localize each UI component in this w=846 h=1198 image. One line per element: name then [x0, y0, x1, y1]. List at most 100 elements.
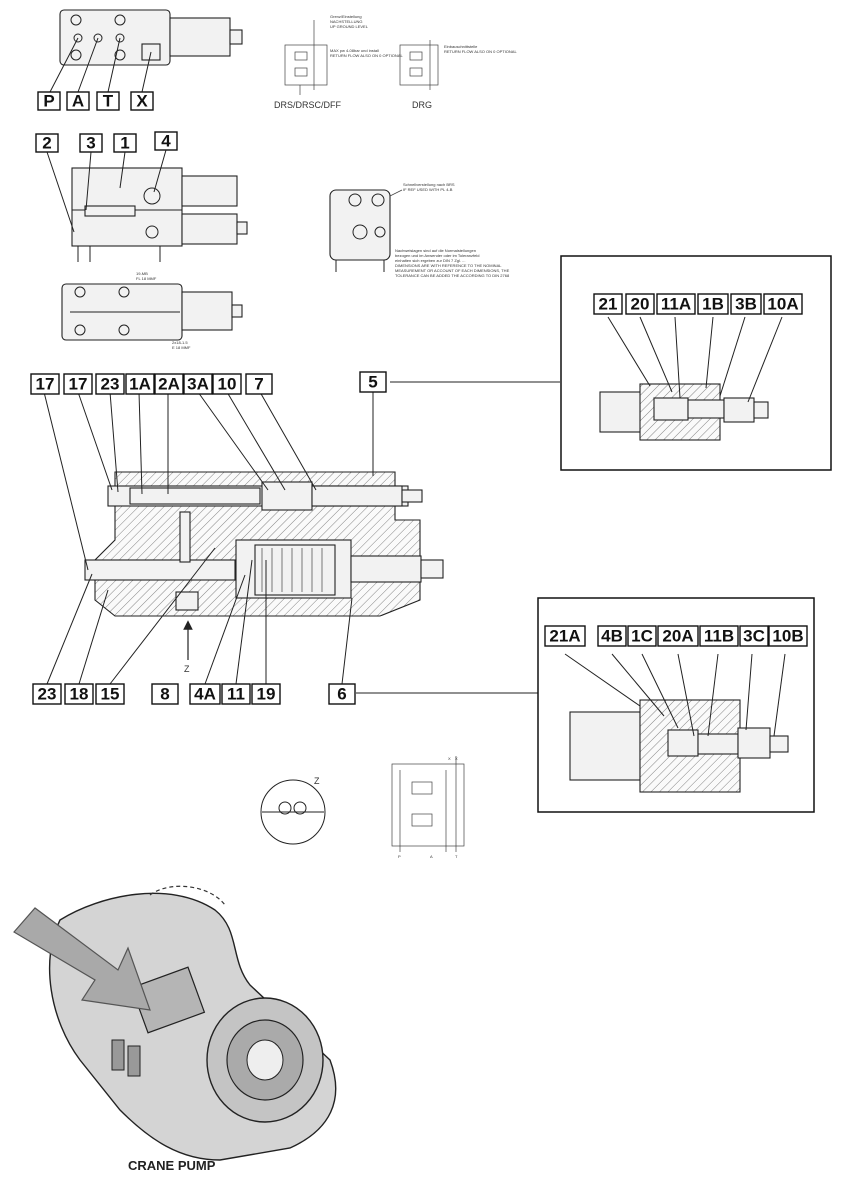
- detail-callout-3c: 3C: [739, 625, 769, 647]
- svg-text:6: 6: [337, 685, 346, 704]
- svg-text:1B: 1B: [702, 295, 724, 314]
- svg-text:3A: 3A: [187, 375, 209, 394]
- svg-text:MAX pw 4-08bar und install: MAX pw 4-08bar und install: [330, 48, 379, 53]
- detail-callout-21a: 21A: [544, 625, 586, 647]
- svg-text:2A: 2A: [158, 375, 180, 394]
- svg-text:17: 17: [69, 375, 88, 394]
- svg-text:3C: 3C: [743, 627, 765, 646]
- svg-text:1: 1: [120, 134, 129, 153]
- detail-callout-4b: 4B: [597, 625, 627, 647]
- detail-box-upper: [560, 255, 832, 471]
- svg-text:20A: 20A: [662, 627, 693, 646]
- svg-text:X: X: [455, 756, 458, 761]
- svg-text:4A: 4A: [194, 685, 216, 704]
- svg-text:4B: 4B: [601, 627, 623, 646]
- hydraulic-schematic: X X P A T: [391, 756, 465, 859]
- svg-text:P: P: [398, 854, 401, 859]
- svg-text:UP GROUND LEVEL: UP GROUND LEVEL: [330, 24, 369, 29]
- svg-text:2x18-1.5: 2x18-1.5: [172, 340, 188, 345]
- port-block-view: Schnellverstellung nach BRS IF REF USED …: [329, 182, 510, 278]
- port-label-a: A: [66, 91, 90, 111]
- section-callout-8: 8: [151, 683, 179, 705]
- view-z-detail: Z: [260, 776, 326, 845]
- svg-text:A: A: [430, 854, 433, 859]
- svg-text:DIMENSIONS ARE WITH REFERENCE: DIMENSIONS ARE WITH REFERENCE TO THE NOM…: [395, 263, 502, 268]
- svg-text:17: 17: [36, 375, 55, 394]
- svg-text:4: 4: [161, 132, 171, 151]
- svg-text:11B: 11B: [704, 627, 734, 646]
- detail-callout-11a: 11A: [656, 293, 696, 315]
- port-label-x: X: [130, 91, 154, 111]
- valve-bottom-view: 19-MB FL 18 MMF 2x18-1.5 E 18 MMF: [61, 271, 243, 350]
- valve-top-view: [49, 9, 243, 93]
- svg-text:23: 23: [101, 375, 120, 394]
- detail-callout-21: 21: [593, 293, 623, 315]
- valve-side-view: [46, 149, 248, 262]
- svg-text:10B: 10B: [772, 627, 803, 646]
- section-callout-6: 6: [328, 683, 356, 705]
- svg-text:A: A: [72, 92, 84, 111]
- svg-text:7: 7: [254, 375, 263, 394]
- schematic-drs: Grenz/Einstellung NACHSTELLUNG UP GROUND…: [274, 14, 403, 110]
- svg-text:T: T: [455, 854, 458, 859]
- svg-text:23: 23: [38, 685, 57, 704]
- section-callout-23: 23: [95, 373, 125, 395]
- top-callout-1: 1: [113, 133, 137, 153]
- svg-text:bezogen und im Anwender oder i: bezogen und im Anwender oder im Toleranz…: [395, 253, 479, 258]
- detail-callout-10b: 10B: [768, 625, 808, 647]
- section-callout-5: 5: [359, 371, 387, 393]
- section-callout-17a: 17: [30, 373, 60, 395]
- section-callout-1a: 1A: [125, 373, 155, 395]
- svg-text:IF REF USED WITH PL 4-B: IF REF USED WITH PL 4-B: [403, 187, 453, 192]
- detail-callout-1c: 1C: [627, 625, 657, 647]
- port-label-t: T: [96, 91, 120, 111]
- section-callout-18: 18: [64, 683, 94, 705]
- svg-text:RETURN FLOW ALSO ON 0 OPTIONAL: RETURN FLOW ALSO ON 0 OPTIONAL: [330, 53, 403, 58]
- top-callout-2: 2: [35, 133, 59, 153]
- svg-text:TOLERANCE CAN BE ADDED THE ACC: TOLERANCE CAN BE ADDED THE ACCORDING TO …: [395, 273, 510, 278]
- section-callout-11: 11: [221, 683, 251, 705]
- section-callout-15: 15: [95, 683, 125, 705]
- detail-callout-20a: 20A: [657, 625, 699, 647]
- schematic-caption-drs: DRS/DRSC/DFF: [274, 100, 342, 110]
- top-callout-3: 3: [79, 133, 103, 153]
- svg-text:3: 3: [86, 134, 95, 153]
- section-callout-19: 19: [251, 683, 281, 705]
- section-callout-4a: 4A: [189, 683, 221, 705]
- svg-text:3B: 3B: [735, 295, 757, 314]
- svg-text:19: 19: [257, 685, 276, 704]
- top-callout-4: 4: [154, 131, 178, 151]
- svg-text:Z: Z: [314, 776, 320, 786]
- pump-caption: CRANE PUMP: [128, 1158, 216, 1173]
- svg-text:NACHSTELLUNG: NACHSTELLUNG: [330, 19, 362, 24]
- svg-text:8: 8: [160, 685, 169, 704]
- svg-text:18: 18: [70, 685, 89, 704]
- section-callout-23-bottom: 23: [32, 683, 62, 705]
- svg-text:21: 21: [599, 295, 618, 314]
- detail-callout-11b: 11B: [699, 625, 739, 647]
- svg-text:RETURN FLOW ALSO ON 0 OPTIONAL: RETURN FLOW ALSO ON 0 OPTIONAL: [444, 49, 517, 54]
- section-callout-17b: 17: [63, 373, 93, 395]
- detail-callout-1b: 1B: [697, 293, 729, 315]
- svg-text:15: 15: [101, 685, 120, 704]
- svg-text:T: T: [103, 92, 114, 111]
- svg-text:2: 2: [42, 134, 51, 153]
- svg-text:X: X: [448, 756, 451, 761]
- svg-text:einhalten sich ergeben zur DIN: einhalten sich ergeben zur DIN 7 Zgl. ..…: [395, 258, 465, 263]
- detail-callout-3b: 3B: [730, 293, 762, 315]
- schematic-drg: Einbauschnittstelle RETURN FLOW ALSO ON …: [399, 40, 517, 110]
- svg-text:Grenz/Einstellung: Grenz/Einstellung: [330, 14, 362, 19]
- section-callout-2a: 2A: [154, 373, 184, 395]
- svg-text:10: 10: [218, 375, 237, 394]
- svg-text:1C: 1C: [631, 627, 653, 646]
- svg-text:Nachweislagen sind auf die Nor: Nachweislagen sind auf die Normalstellun…: [395, 248, 476, 253]
- svg-text:E 18 MMF: E 18 MMF: [172, 345, 191, 350]
- svg-text:MEASUREMENT OR ACCOUNT OF EACH: MEASUREMENT OR ACCOUNT OF EACH DIMENSION…: [395, 268, 510, 273]
- section-callout-3a: 3A: [183, 373, 213, 395]
- svg-text:11A: 11A: [661, 295, 691, 314]
- view-marker-z: Z: [184, 664, 190, 674]
- main-cross-section: Z: [43, 381, 560, 694]
- svg-text:10A: 10A: [767, 295, 798, 314]
- svg-text:Schnellverstellung nach BRS: Schnellverstellung nach BRS: [403, 182, 455, 187]
